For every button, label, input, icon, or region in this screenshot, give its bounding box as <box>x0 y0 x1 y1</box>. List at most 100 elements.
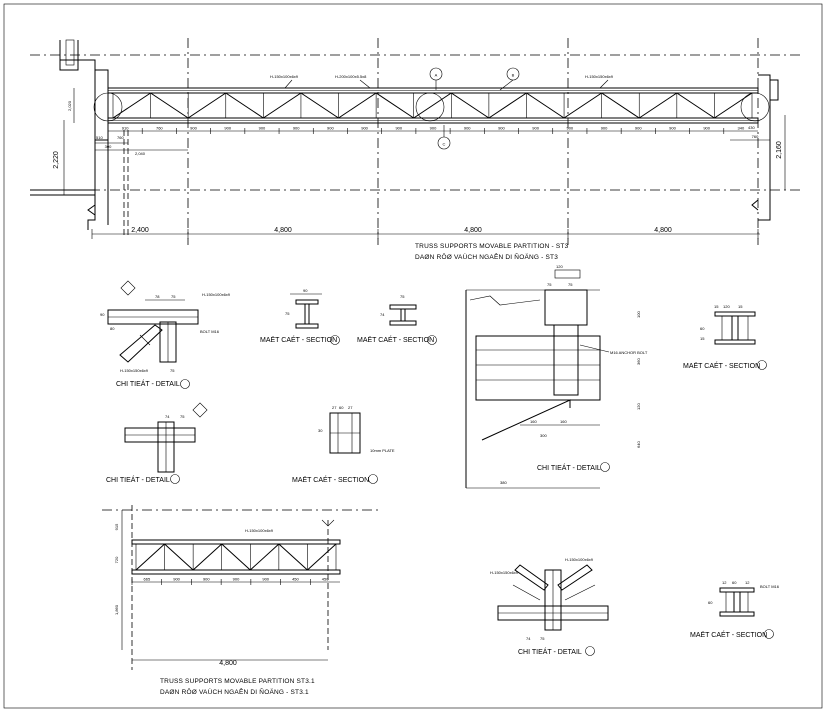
sub-truss-web <box>135 543 337 571</box>
web-diagonal <box>249 543 280 571</box>
svg-text:B: B <box>512 73 515 78</box>
svg-text:75: 75 <box>400 294 405 299</box>
web-diagonal <box>488 92 527 119</box>
span-dim-label: 900 <box>262 577 269 582</box>
span-dim-label: 900 <box>293 126 300 131</box>
web-diagonal <box>526 92 565 119</box>
span-dim-label: 340 <box>738 126 745 131</box>
svg-text:12: 12 <box>745 580 750 585</box>
web-diagonal <box>150 92 189 119</box>
truss-web-members <box>112 92 753 119</box>
svg-text:720: 720 <box>114 556 119 563</box>
svg-text:80: 80 <box>110 326 115 331</box>
svg-text:BOLT M16: BOLT M16 <box>760 584 780 589</box>
svg-text:12: 12 <box>722 580 727 585</box>
svg-text:78: 78 <box>155 294 160 299</box>
svg-text:27: 27 <box>348 405 353 410</box>
svg-text:A: A <box>435 73 438 78</box>
bottom-dimension-ticks <box>91 229 759 239</box>
detail-label-1: CHI TIEÁT - DETAIL <box>116 379 180 388</box>
web-diagonal <box>563 92 602 119</box>
member-label: H-200x100x5.5x8 <box>335 74 367 79</box>
member-label: H-150x150x6x9 <box>585 74 614 79</box>
web-diagonal <box>164 543 194 571</box>
web-diagonal <box>192 543 223 571</box>
detail-anchor-bracket: 120 75 75 100 160 160 300 360 640 380 12… <box>465 264 648 489</box>
svg-text:60: 60 <box>700 326 705 331</box>
web-diagonal <box>263 92 302 119</box>
section-bolted-plate: 27 60 27 30 10mm PLATE MAËT CAÉT - SECTI… <box>292 405 395 484</box>
gridline-mark-a: A <box>429 67 443 90</box>
svg-text:74: 74 <box>526 636 531 641</box>
span-dim-label: 900 <box>327 126 334 131</box>
span-dim-label: 760 <box>156 126 163 131</box>
web-diagonal <box>278 543 308 571</box>
svg-text:15: 15 <box>714 304 719 309</box>
dim-left-truss: 2,020 <box>67 100 72 111</box>
svg-text:H-150x100x6x9: H-150x100x6x9 <box>202 292 231 297</box>
svg-text:60: 60 <box>732 580 737 585</box>
web-diagonal <box>307 543 337 571</box>
dim-left-510: 510 <box>96 135 103 140</box>
detail-label-3: CHI TIEÁT - DETAIL <box>537 463 601 472</box>
section-label-3: MAËT CAÉT - SECTION <box>292 475 369 484</box>
dim-left-height: 2,220 <box>53 151 60 169</box>
detail-node: 74 75 H-150x100x6x9 H-150x150x6x9 CHI TI… <box>490 557 609 656</box>
svg-text:30: 30 <box>318 428 323 433</box>
svg-text:380: 380 <box>500 480 507 485</box>
svg-text:H-150x150x6x9: H-150x150x6x9 <box>490 570 519 575</box>
span-dim-label: 450 <box>292 577 299 582</box>
section-label-1: MAËT CAÉT - SECTION <box>260 335 337 344</box>
sub-overall-dim: 4,800 <box>219 660 237 667</box>
svg-text:74: 74 <box>380 312 385 317</box>
dim-left-300: 300 <box>105 144 112 149</box>
dim-bottom-1: 2,400 <box>131 227 149 234</box>
dim-left-760: 760 <box>117 135 124 140</box>
svg-text:74: 74 <box>165 414 170 419</box>
web-diagonal <box>221 543 251 571</box>
svg-text:1,860: 1,860 <box>114 604 119 615</box>
span-dim-label: 665 <box>144 577 151 582</box>
detail-chord-joint: 74 75 CHI TIEÁT - DETAIL <box>106 402 208 484</box>
span-dim-label: 900 <box>224 126 231 131</box>
svg-text:75: 75 <box>171 294 176 299</box>
span-dim-label: 900 <box>259 126 266 131</box>
svg-text:100: 100 <box>636 311 641 318</box>
sheet-border <box>3 3 823 709</box>
span-dim-label: 900 <box>430 126 437 131</box>
span-dim-label: 910 <box>122 126 129 131</box>
span-dim-label: 900 <box>190 126 197 131</box>
gridline-mark-b: B <box>499 67 520 91</box>
web-diagonal <box>451 92 490 119</box>
gridline-mark-c: C <box>437 125 451 150</box>
svg-text:160: 160 <box>560 419 567 424</box>
detail-label-2: CHI TIEÁT - DETAIL <box>106 475 170 484</box>
section-right-2: 12 60 12 60 BOLT M16 MAËT CAÉT - SECTION <box>690 580 780 639</box>
section-label-4: MAËT CAÉT - SECTION <box>683 361 760 370</box>
sub-title-vn: DAØN RÔØ VAÙCH NGAÊN DI ÑOÄNG - ST3.1 <box>160 687 309 696</box>
section-label-2: MAËT CAÉT - SECTION <box>357 335 434 344</box>
detail-label-4: CHI TIEÁT - DETAIL <box>518 647 582 656</box>
svg-text:BOLT M16: BOLT M16 <box>200 329 220 334</box>
svg-text:915: 915 <box>114 523 119 530</box>
section-small-2: 75 74 MAËT CAÉT - SECTION <box>357 294 437 345</box>
svg-text:60: 60 <box>708 600 713 605</box>
svg-text:300: 300 <box>540 433 547 438</box>
svg-text:10mm PLATE: 10mm PLATE <box>370 448 395 453</box>
svg-text:75: 75 <box>568 282 573 287</box>
svg-text:H-150x100x6x9: H-150x100x6x9 <box>245 528 274 533</box>
section-small-1: 90 75 MAËT CAÉT - SECTION <box>260 288 340 345</box>
svg-text:90: 90 <box>100 312 105 317</box>
web-diagonal <box>676 92 715 119</box>
web-diagonal <box>338 92 377 119</box>
svg-text:15: 15 <box>738 304 743 309</box>
svg-text:75: 75 <box>547 282 552 287</box>
section-label-5: MAËT CAÉT - SECTION <box>690 630 767 639</box>
web-diagonal <box>638 92 678 119</box>
web-diagonal <box>375 92 414 119</box>
web-diagonal <box>187 92 227 119</box>
web-diagonal <box>714 92 753 119</box>
